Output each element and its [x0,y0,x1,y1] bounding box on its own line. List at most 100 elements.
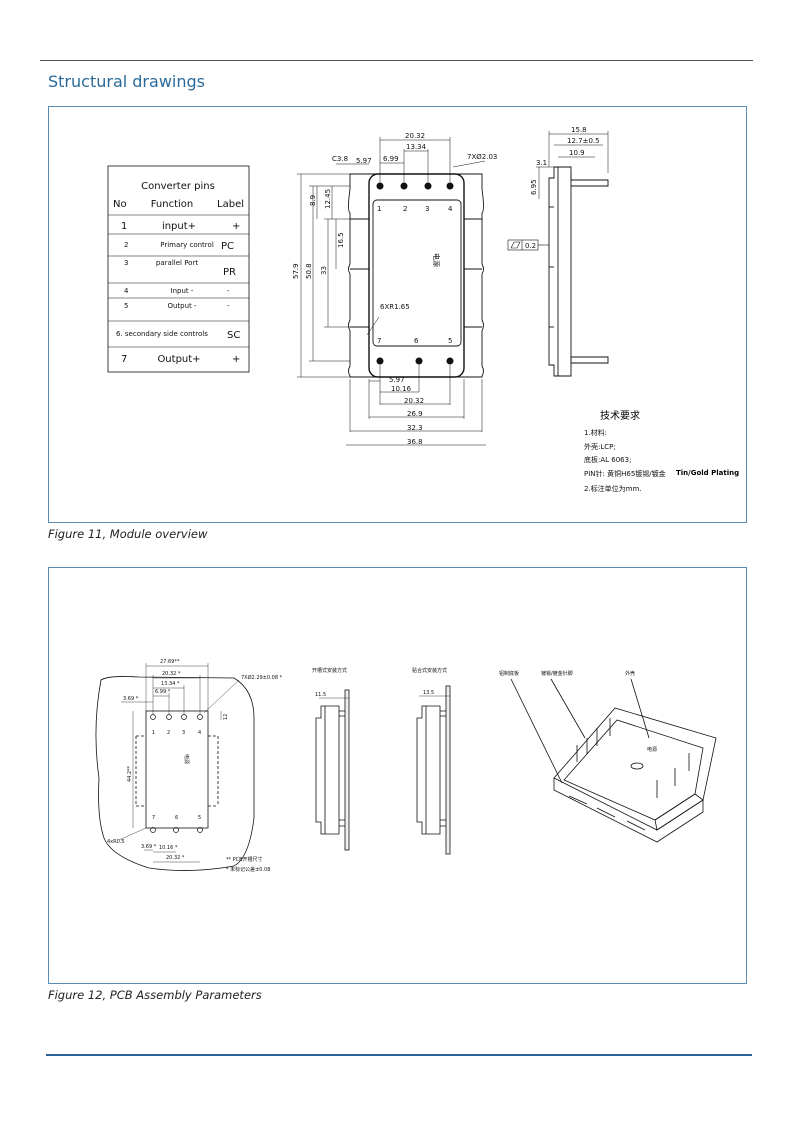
dim-13-34: 13.34 * [161,681,180,687]
figure-pcb-assembly: 1 2 3 4 7 6 5 电源 27.69** 20 [48,567,747,984]
pin-row-no: 2 [124,241,128,249]
module-drawing: Converter pins No Function Label 1 input… [107,126,739,493]
module-top-view [348,173,484,378]
pins-header-label: Label [217,199,244,210]
dim-corner-radius: 6XR1.65 [380,303,410,311]
module-side-view [548,166,609,377]
dim-side-3-1: 3.1 [536,159,547,167]
dim-50-8: 50.8 [305,263,313,279]
dim-holes: 7XØ2.29±0.08 * [241,674,283,681]
dim-bottom-10-16: 10.16 [391,385,412,393]
notes-line: 底板:AL 6063; [584,455,631,464]
dim-bottom-3-69: 3.69 * [141,844,157,850]
top-dim-lines [336,137,486,182]
pin-row-label: + [232,354,240,365]
pin-number: 1 [377,205,381,213]
pin-row-label: - [227,302,230,310]
dim-12-45: 12.45 [324,189,332,209]
pin-row-no: 1 [121,221,127,232]
dim-bottom-10-16: 10.16 * [159,845,178,851]
pin-number: 2 [167,730,170,736]
pin-row-label: - [227,287,230,295]
iso-logo-text: 电源 [647,746,657,753]
pin-number: 1 [152,730,155,736]
dim-13-5: 13.5 [423,690,434,696]
pin-number: 6 [175,815,178,821]
dim-44-2: 44.2** [127,765,133,782]
flush-mount-view [416,685,451,855]
dim-20-32: 20.32 * [162,671,181,677]
notes-line: 2.标注单位为mm. [584,484,642,493]
iso-label-baseplate: 铝制底板 [499,670,519,677]
dim-27-69: 27.69** [160,659,180,665]
legend-line: ** PCB开槽尺寸 [226,856,263,863]
dim-bottom-32-3: 32.3 [407,424,423,432]
pin-row-function: Output+ [157,354,200,365]
dim-side-6-95: 6.95 [530,179,538,195]
dim-bottom-5-97: 5.97 [389,376,405,384]
dim-12: 12 [223,714,229,720]
pins-table-title: Converter pins [141,181,215,192]
dim-6-99: 6.99 * [155,689,171,695]
pin-number: 4 [448,205,453,213]
pin-number: 5 [198,815,201,821]
pin-row-no: 4 [124,287,129,295]
isometric-module-view [510,678,717,843]
pin-row-no: 7 [121,354,127,365]
pin-number: 2 [403,205,407,213]
logo-text: 电源 [432,253,441,267]
pins-header-function: Function [151,199,194,210]
logo-text: 电源 [183,754,190,764]
pin-row-no: 5 [124,302,128,310]
pin-row-function: Output - [167,302,197,310]
dim-16-5: 16.5 [337,232,345,248]
notes-line: 1.材料: [584,428,607,437]
pin-row-label: SC [227,330,240,341]
dim-11-5: 11.5 [315,692,326,698]
dim-5-97: 5.97 [356,157,372,165]
pcb-drawing: 1 2 3 4 7 6 5 电源 27.69** 20 [95,659,717,873]
dim-8-9: 8.9 [309,195,317,206]
pin-row-function: input+ [162,221,196,232]
pin-row-label: + [232,221,240,232]
figure-11-caption: Figure 11, Module overview [48,527,208,541]
notes-plating: Tin/Gold Plating [676,469,739,477]
pin-row-function: parallel Port [156,259,198,267]
pin-number: 4 [198,730,201,736]
iso-label-case: 外壳 [625,670,635,677]
pin-number: 3 [182,730,185,736]
pin-number: 7 [377,337,381,345]
notes-title: 技术要求 [600,409,640,422]
pcb-dim-lines [118,663,240,863]
bottom-rule [46,1054,752,1056]
dim-bottom-20-32: 20.32 * [166,855,185,861]
pin-hole-markers [376,182,454,365]
dim-radius: 4xR0.5 [107,839,125,845]
pin-number: 7 [152,815,155,821]
flatness-value: 0.2 [525,242,536,250]
pin-row-label: PC [221,241,234,252]
side-dim-lines [536,131,609,199]
flatness-symbol [507,239,549,251]
iso-label-pins: 镀锡/镀金针脚 [541,670,573,677]
pin-row-function: Input - [171,287,194,295]
pin-row-function: Primary control [160,241,214,249]
pin-row-function: 6. secondary side controls [116,330,208,338]
dim-33: 33 [320,266,328,275]
dim-side-10-9: 10.9 [569,149,585,157]
dim-holes: 7XØ2.03 [467,153,497,161]
dim-side-12-7: 12.7±0.5 [567,137,600,145]
dim-6-99: 6.99 [383,155,399,163]
dim-13-34: 13.34 [406,143,427,151]
figure-12-caption: Figure 12, PCB Assembly Parameters [48,988,262,1002]
figure-module-overview: Converter pins No Function Label 1 input… [48,106,747,523]
dim-side-15-8: 15.8 [571,126,587,134]
top-rule [40,60,753,61]
pin-number: 5 [448,337,452,345]
pins-header-no: No [113,199,127,210]
label-open-slot-mount: 开槽式安装方式 [312,667,347,674]
legend-line: * 未标记公差±0.08 [226,866,270,873]
notes-line: PIN针: 黄铜H65镀锡/镀金 [584,469,666,478]
pin-row-no: 3 [124,259,128,267]
open-slot-mount-view [315,689,350,851]
